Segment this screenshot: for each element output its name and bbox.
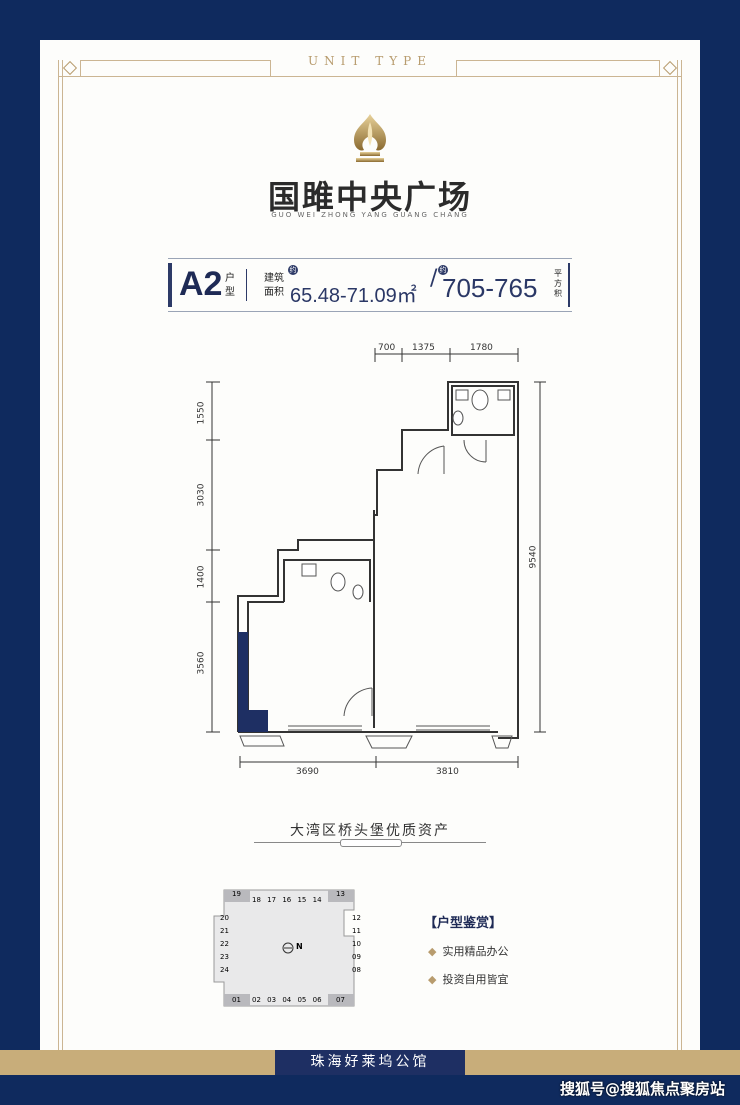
spec-bar-left: [168, 263, 172, 307]
wall-fill-2: [248, 710, 268, 732]
size-unit-1: 平: [554, 269, 562, 278]
bottom-dim-2: 3810: [436, 767, 459, 777]
unit: 11: [352, 927, 361, 935]
site-bottom-units: 02 03 04 05 06: [252, 996, 322, 1004]
area-label-2: 面积: [264, 287, 284, 298]
approx-badge: 约: [288, 265, 298, 275]
frame-left-line-2: [62, 60, 63, 1050]
right-dim: 9540: [528, 545, 539, 569]
unit: 04: [282, 996, 292, 1004]
frame-label-left: [270, 60, 271, 76]
unit: 14: [312, 896, 322, 904]
code-suffix-1: 户: [225, 273, 235, 284]
logo-emblem-icon: [354, 114, 386, 162]
unit: 08: [352, 966, 361, 974]
features-title: 【户型鉴赏】: [424, 916, 503, 931]
area-value: 65.48-71.09㎡: [290, 285, 417, 307]
unit: 18: [252, 896, 261, 904]
left-dim-3: 1400: [196, 565, 207, 589]
approx-badge-2: 约: [438, 265, 448, 275]
brand-pinyin: GUO WEI ZHONG YANG GUANG CHANG: [271, 211, 469, 219]
frame-top-tick-right: [659, 60, 660, 76]
unit-type-label: UNIT TYPE: [308, 54, 432, 68]
frame-top-right-seg: [456, 60, 660, 61]
top-dim-3: 1780: [470, 343, 493, 353]
bottom-dim-1: 3690: [296, 767, 319, 777]
unit: 17: [267, 896, 277, 904]
code-suffix-2: 型: [225, 287, 235, 298]
diamond-bullet-icon: ◆: [428, 973, 437, 986]
frame-right-line-2: [681, 60, 682, 1050]
unit: 09: [352, 953, 361, 961]
footer-title: 珠海好莱坞公馆: [275, 1050, 465, 1075]
unit: 19: [232, 890, 241, 898]
site-plan: 18 17 16 15 14 19 13 12 11 10 09 08 20 2…: [204, 886, 374, 1010]
unit-code: A2: [179, 265, 223, 303]
left-dim-1: 1550: [196, 401, 207, 425]
north-label: N: [296, 942, 303, 951]
unit: 24: [220, 966, 229, 974]
feature-item: ◆ 投资自用皆宜: [428, 971, 508, 987]
left-dim-2: 3030: [196, 483, 207, 507]
frame-top-left-seg: [80, 60, 270, 61]
site-left-units: 20 21 22 23 24: [220, 912, 229, 977]
unit: 07: [336, 996, 345, 1004]
unit: 03: [267, 996, 277, 1004]
frame-top-tick-left: [80, 60, 81, 76]
spec-slash: /: [430, 266, 438, 291]
size-unit-2: 方: [554, 279, 562, 288]
unit-spec-strip: A2 户 型 建筑 面积 约 65.48-71.09㎡ / 约 705-765 …: [168, 258, 572, 312]
unit: 05: [297, 996, 307, 1004]
frame-label-right: [456, 60, 457, 76]
brand-name: 国雎中央广场: [267, 178, 472, 216]
frame-right-line: [677, 60, 678, 1050]
top-dim-1: 700: [378, 343, 396, 353]
site-right-units: 12 11 10 09 08: [352, 912, 361, 977]
diamond-bullet-icon: ◆: [428, 945, 437, 958]
wall-fill: [238, 632, 248, 732]
area-label-1: 建筑: [264, 273, 284, 284]
unit: 02: [252, 996, 261, 1004]
size-value: 705-765: [442, 273, 538, 303]
unit: 20: [220, 914, 229, 922]
unit: 23: [220, 953, 229, 961]
tagline: 大湾区桥头堡优质资产: [290, 823, 450, 839]
feature-text: 实用精品办公: [442, 945, 509, 958]
left-dim-4: 3560: [196, 651, 207, 675]
unit: 15: [297, 896, 307, 904]
tagline-ornament: [340, 839, 402, 847]
top-dim-2: 1375: [412, 343, 435, 353]
site-top-units: 18 17 16 15 14: [252, 896, 322, 904]
watermark: 搜狐号@搜狐焦点聚房站: [560, 1080, 726, 1098]
poster-card: UNIT TYPE 国雎中央广场 GUO WEI ZHONG YANG GUAN…: [40, 40, 700, 1050]
unit: 21: [220, 927, 229, 935]
unit: 01: [232, 996, 241, 1004]
features-panel: 【户型鉴赏】 ◆ 实用精品办公 ◆ 投资自用皆宜: [424, 912, 508, 999]
spec-divider: [246, 269, 247, 301]
unit: 16: [282, 896, 292, 904]
unit: 06: [312, 996, 322, 1004]
floor-plan: [206, 348, 546, 768]
feature-text: 投资自用皆宜: [442, 973, 509, 986]
footer-band: 珠海好莱坞公馆: [0, 1050, 740, 1075]
spec-bar-right: [568, 263, 570, 307]
site-plan-shape: [213, 889, 355, 1007]
size-unit-3: 积: [554, 289, 562, 298]
unit: 22: [220, 940, 229, 948]
feature-item: ◆ 实用精品办公: [428, 943, 508, 959]
frame-left-line: [58, 60, 59, 1050]
frame-top-line: [58, 76, 682, 77]
unit: 10: [352, 940, 361, 948]
unit: 12: [352, 914, 361, 922]
unit: 13: [336, 890, 345, 898]
